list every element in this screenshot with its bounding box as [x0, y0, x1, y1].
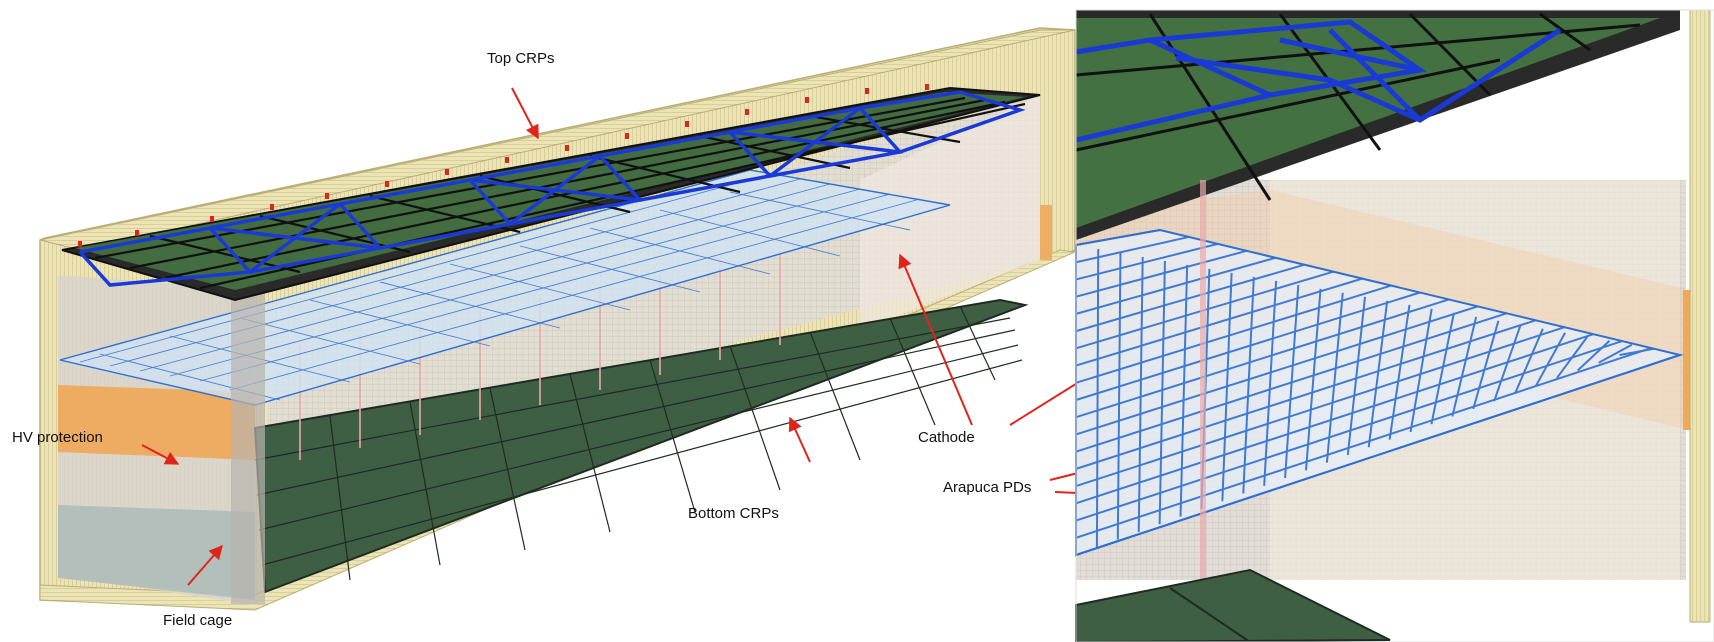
- arrow-top-crps: [511, 87, 539, 140]
- cathode-mesh-line: [1367, 300, 1389, 448]
- cathode-mesh-line: [1619, 347, 1655, 356]
- right-zoom-view: [1075, 9, 1714, 642]
- cathode-mesh-line: [1158, 260, 1166, 525]
- cathode-mesh-line: [1514, 328, 1544, 394]
- cathode-mesh-line: [1075, 249, 1247, 298]
- cathode-mesh-line: [1221, 272, 1233, 502]
- zoom-cryostat-frame: [1689, 9, 1711, 623]
- cathode-mesh-line: [1137, 256, 1144, 532]
- cathode-mesh-line: [1242, 276, 1255, 494]
- cathode-mesh-line: [1075, 340, 1623, 522]
- cathode-mesh-line: [1556, 336, 1589, 379]
- cathode-mesh-line: [1075, 256, 1276, 315]
- cathode-mesh-line: [1075, 263, 1305, 333]
- arrow-bottom-crps: [788, 416, 811, 463]
- cathode-mesh-line: [1075, 347, 1652, 539]
- label-field-cage: Field cage: [163, 612, 232, 629]
- bottom-crps: [253, 298, 1029, 594]
- cathode-mesh-line: [1388, 304, 1411, 440]
- left-detector-view: Top CRPs HV protection Field cage Bottom…: [12, 27, 1102, 629]
- zoom-top-crps: [1075, 10, 1680, 240]
- cathode-mesh-line: [1075, 319, 1536, 470]
- cathode-mesh-line: [1075, 284, 1392, 384]
- zoom-bottom-crps-seam: [1169, 587, 1251, 642]
- hv-protection-band: [58, 385, 255, 460]
- cathode-mesh-line: [1263, 280, 1278, 486]
- arrow-hv-protection: [141, 444, 180, 465]
- cathode-mesh-line: [1409, 308, 1433, 433]
- cathode-mesh-line: [1598, 343, 1633, 364]
- right-hv-protection: [1040, 205, 1052, 260]
- label-arapuca-pds: Arapuca PDs: [943, 479, 1031, 496]
- cathode-plane: [59, 169, 951, 406]
- top-crps: [61, 84, 1041, 302]
- cathode-mesh-line: [1116, 252, 1122, 540]
- label-bottom-crps: Bottom CRPs: [688, 505, 779, 522]
- zoom-cathode: [1075, 228, 1684, 557]
- cathode-mesh-line: [1075, 326, 1565, 488]
- cathode-mesh-line: [1304, 288, 1322, 471]
- cathode-mesh-line: [1075, 305, 1479, 436]
- label-hv-protection: HV protection: [12, 429, 103, 446]
- cathode-mesh-line: [1179, 264, 1189, 517]
- zoom-hv-edge: [1683, 290, 1691, 430]
- cathode-mesh-line: [1075, 235, 1190, 264]
- cathode-mesh-line: [1075, 298, 1450, 419]
- arrow-cathode-left: [898, 253, 973, 426]
- cathode-mesh-line: [1075, 242, 1219, 281]
- arrow-field-cage: [187, 544, 223, 586]
- zoom-field-cage-strip: [1200, 180, 1206, 620]
- cathode-mesh-line: [1284, 284, 1300, 479]
- label-top-crps: Top CRPs: [487, 50, 555, 67]
- cathode-mesh-line: [1325, 292, 1344, 463]
- cathode-mesh-line: [1472, 320, 1500, 410]
- cathode-mesh-line: [1451, 316, 1478, 417]
- zoom-panel-border: [1075, 9, 1714, 642]
- right-end-wall: [860, 95, 1040, 330]
- label-cathode: Cathode: [918, 429, 975, 446]
- front-wall-edge: [231, 282, 265, 604]
- cathode-mesh-line: [1493, 324, 1522, 402]
- field-cage-floor: [58, 505, 255, 600]
- cathode-mesh-line: [1095, 248, 1100, 548]
- cathode-mesh-line: [1577, 340, 1611, 372]
- cathode-mesh-line: [1075, 277, 1363, 367]
- cathode-mesh-line: [1430, 312, 1455, 425]
- cathode-mesh-line: [1346, 296, 1366, 456]
- cathode-mesh-line: [1535, 332, 1566, 387]
